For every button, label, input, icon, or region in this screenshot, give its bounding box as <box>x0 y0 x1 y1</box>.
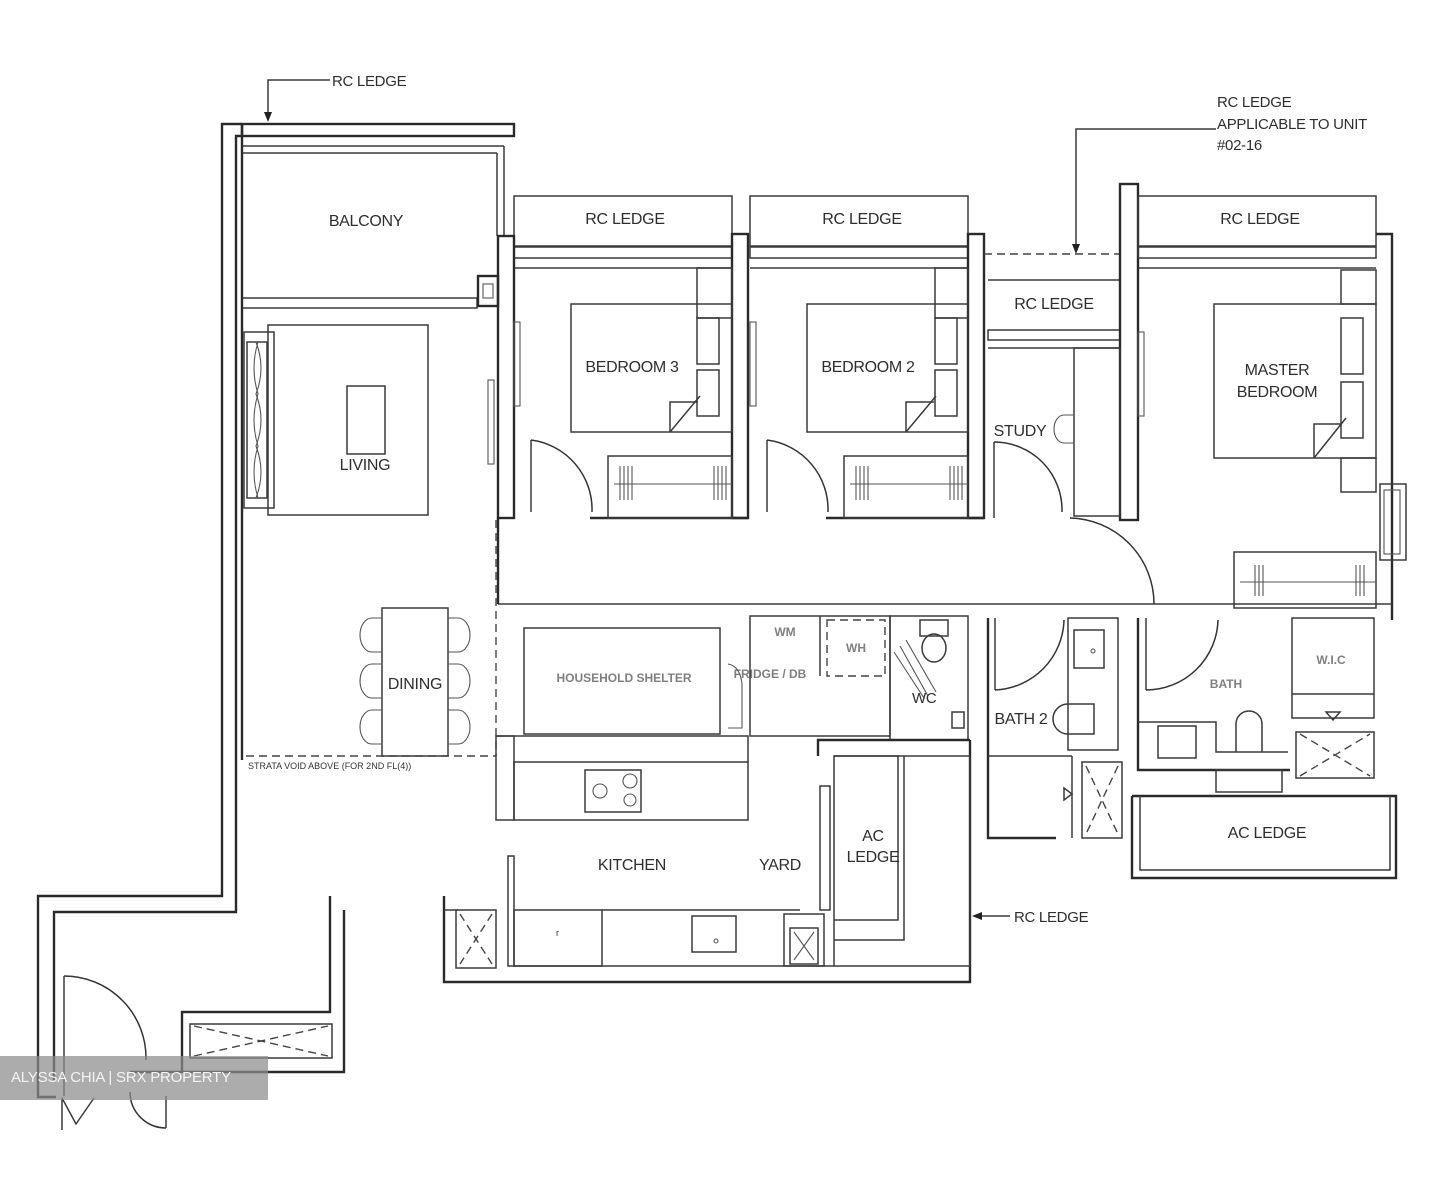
coffee-table <box>346 385 386 455</box>
svg-text:RC LEDGE: RC LEDGE <box>1217 94 1292 111</box>
master-bedroom: RC LEDGE MASTER BEDROOM <box>1137 195 1407 620</box>
svg-text:BALCONY: BALCONY <box>329 213 404 230</box>
svg-text:WM: WM <box>774 625 795 639</box>
svg-text:RC LEDGE: RC LEDGE <box>332 73 407 90</box>
watermark: ALYSSA CHIA | SRX PROPERTY <box>0 1056 268 1100</box>
svg-text:BATH 2: BATH 2 <box>994 711 1047 728</box>
svg-text:AC LEDGE: AC LEDGE <box>1228 825 1307 842</box>
svg-text:APPLICABLE TO UNIT: APPLICABLE TO UNIT <box>1217 116 1367 133</box>
arrow-down-icon <box>264 112 272 122</box>
ac-ledge-yard: AC LEDGE RC LEDGE <box>819 755 1089 967</box>
svg-text:BEDROOM: BEDROOM <box>1237 384 1318 401</box>
master-bath: W.I.C BATH <box>1136 617 1375 793</box>
svg-text:WC: WC <box>912 690 937 707</box>
svg-text:LIVING: LIVING <box>340 457 391 474</box>
arrow-left-icon <box>972 912 982 920</box>
svg-text:STUDY: STUDY <box>994 423 1047 440</box>
window-bay <box>1379 483 1407 561</box>
ac-ledge-master: AC LEDGE <box>1130 794 1398 880</box>
fridge <box>513 909 603 967</box>
household-shelter <box>523 627 721 735</box>
svg-text:BATH: BATH <box>1210 677 1242 691</box>
bath-2: BATH 2 <box>986 617 1123 840</box>
hob <box>584 769 642 813</box>
study: RC LEDGE APPLICABLE TO UNIT #02-16 RC LE… <box>984 94 1367 605</box>
svg-text:W.I.C: W.I.C <box>1316 653 1346 667</box>
svg-text:HOUSEHOLD SHELTER: HOUSEHOLD SHELTER <box>556 671 691 685</box>
sofa-cushions <box>255 341 262 499</box>
svg-text:RC LEDGE: RC LEDGE <box>1014 909 1089 926</box>
kitchen: HOUSEHOLD SHELTER FRIDGE / DB WM WH KITC… <box>442 615 972 984</box>
svg-text:RC LEDGE: RC LEDGE <box>1220 211 1299 228</box>
svg-text:KITCHEN: KITCHEN <box>598 857 666 874</box>
strata-void-line: STRATA VOID ABOVE (FOR 2ND FL(4)) <box>246 520 497 771</box>
bedroom-2: RC LEDGE BEDROOM 2 <box>749 195 986 520</box>
svg-text:AC: AC <box>862 828 884 845</box>
svg-text:YARD: YARD <box>759 857 801 874</box>
svg-text:RC LEDGE: RC LEDGE <box>822 211 901 228</box>
rc-ledge-callout-top-left: RC LEDGE <box>264 73 407 122</box>
svg-text:FRIDGE / DB: FRIDGE / DB <box>734 667 807 681</box>
svg-text:r: r <box>556 928 559 938</box>
dining-area: DINING <box>359 607 471 757</box>
svg-text:BEDROOM 3: BEDROOM 3 <box>585 359 679 376</box>
left-outer-wall <box>36 122 244 1099</box>
svg-text:STRATA VOID ABOVE (FOR 2ND FL(: STRATA VOID ABOVE (FOR 2ND FL(4)) <box>248 761 411 771</box>
svg-text:DINING: DINING <box>388 676 442 693</box>
svg-text:#02-16: #02-16 <box>1217 137 1262 154</box>
balcony-area: BALCONY <box>240 122 516 309</box>
sink <box>691 915 737 953</box>
arrow-down-icon <box>1072 244 1080 254</box>
bedroom-3: RC LEDGE BEDROOM 3 <box>496 195 750 520</box>
svg-text:WH: WH <box>846 641 866 655</box>
svg-text:RC LEDGE: RC LEDGE <box>585 211 664 228</box>
svg-text:RC LEDGE: RC LEDGE <box>1014 296 1093 313</box>
svg-text:MASTER: MASTER <box>1245 362 1310 379</box>
svg-text:BEDROOM 2: BEDROOM 2 <box>821 359 915 376</box>
living-area: LIVING <box>243 324 495 516</box>
svg-text:LEDGE: LEDGE <box>847 849 900 866</box>
wc: WC <box>816 615 970 756</box>
